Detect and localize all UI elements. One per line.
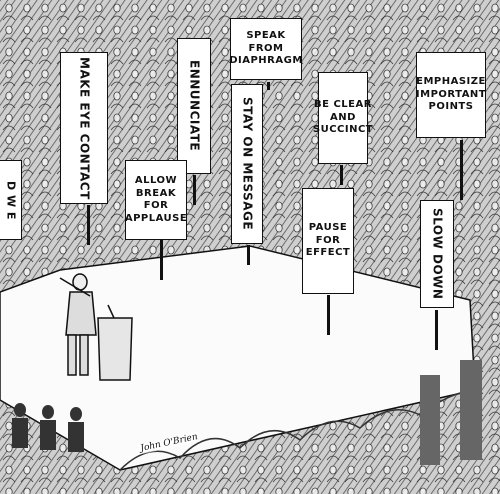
sign-slow-down: SLOW DOWN xyxy=(420,200,454,308)
front-row-audience xyxy=(12,403,84,452)
speaker-stack-left xyxy=(420,375,440,465)
sign-pole xyxy=(267,82,270,90)
sign-pole xyxy=(87,205,90,245)
sign-ennunciate: ENNUNCIATE xyxy=(177,38,211,174)
sign-pole xyxy=(193,175,196,205)
sign-make-eye-contact: MAKE EYE CONTACT xyxy=(60,52,108,204)
sign-pause-for-effect: PAUSE FOR EFFECT xyxy=(302,188,354,294)
sign-pole xyxy=(160,240,163,280)
sign-pole xyxy=(435,310,438,350)
speaker-figure xyxy=(59,273,97,376)
sign-pole xyxy=(247,245,250,265)
sign-partial-left: D W E xyxy=(0,160,22,240)
podium xyxy=(97,304,133,381)
sign-pole xyxy=(327,295,330,335)
sign-emphasize-important-points: EMPHASIZE IMPORTANT POINTS xyxy=(416,52,486,138)
sign-speak-from-diaphragm: SPEAK FROM DIAPHRAGM xyxy=(229,18,302,80)
bunting-swags xyxy=(119,389,476,471)
sign-allow-break-for-applause: ALLOW BREAK FOR APPLAUSE xyxy=(125,160,187,240)
sign-stay-on-message: STAY ON MESSAGE xyxy=(231,84,263,244)
sign-pole xyxy=(340,165,343,185)
sign-pole xyxy=(460,140,463,200)
sign-be-clear-and-succinct: BE CLEAR AND SUCCINCT xyxy=(313,72,373,164)
speaker-stack-right xyxy=(460,360,482,460)
